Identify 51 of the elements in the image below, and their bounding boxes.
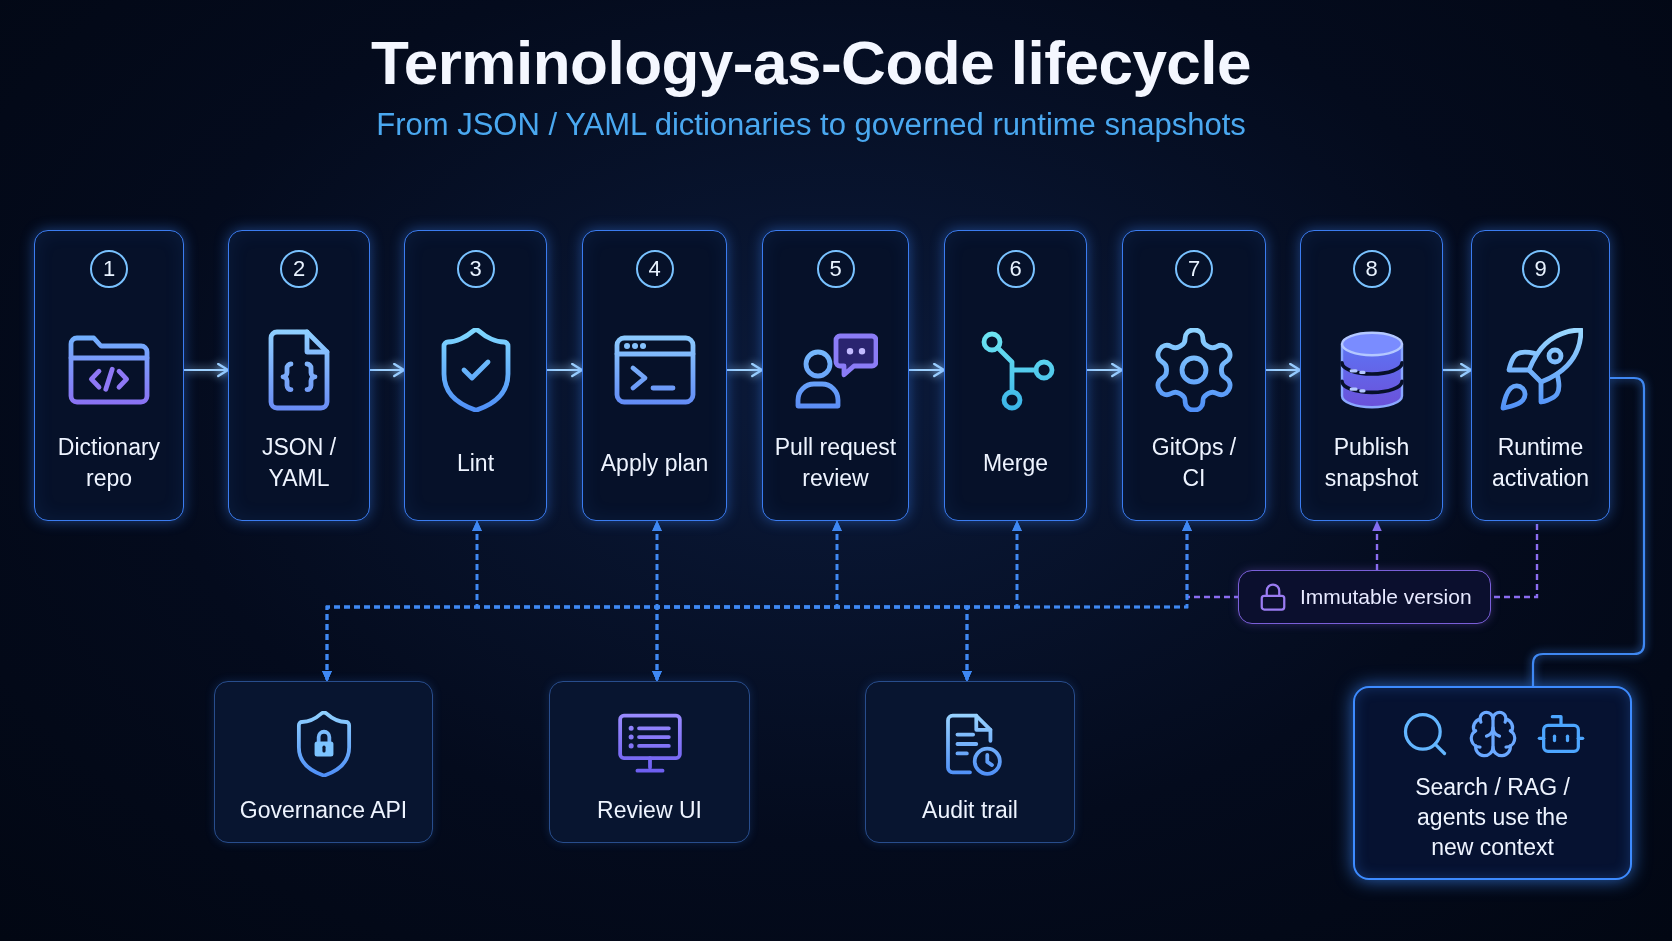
step-label: Lint (456, 448, 495, 478)
consumer-label: Search / RAG / agents use the new context (1414, 773, 1571, 862)
step-card (404, 230, 547, 521)
diagram-title: Terminology-as-Code lifecycle (370, 28, 1252, 98)
step-card (1122, 230, 1266, 521)
arrow (909, 362, 946, 378)
service-label: Review UI (597, 796, 702, 825)
step-label: Dictionary repo (56, 433, 162, 493)
arrow (184, 362, 230, 378)
service-card (865, 681, 1075, 843)
step-card (34, 230, 184, 521)
tag-label: Immutable version (1300, 584, 1472, 610)
step-card (582, 230, 727, 521)
arrow (727, 362, 764, 378)
step-number: 8 (1352, 250, 1391, 288)
version-tag (1238, 570, 1491, 624)
step-number: 1 (90, 250, 128, 288)
step-label: Pull request review (773, 433, 898, 493)
arrow (1266, 362, 1302, 378)
service-label: Audit trail (922, 796, 1018, 825)
step-number: 5 (816, 250, 855, 288)
dashed-arrow (962, 520, 1192, 682)
step-number: 6 (996, 250, 1035, 288)
step-card (228, 230, 370, 521)
service-card (214, 681, 433, 843)
service-label: Governance API (239, 796, 408, 825)
step-label: JSON / YAML (260, 433, 338, 493)
step-card (762, 230, 909, 521)
connector-line (1491, 521, 1539, 599)
step-number: 9 (1521, 250, 1560, 288)
step-card (944, 230, 1087, 521)
arrow (547, 362, 584, 378)
step-number: 3 (456, 250, 495, 288)
connector-line (1531, 376, 1646, 686)
service-card (549, 681, 750, 843)
arrow (1087, 362, 1124, 378)
arrow (370, 362, 406, 378)
step-number: 7 (1175, 250, 1213, 288)
arrow (1443, 362, 1473, 378)
step-number: 2 (280, 250, 318, 288)
dashed-arrow (1372, 520, 1382, 570)
step-label: GitOps / CI (1150, 433, 1238, 493)
step-label: Apply plan (600, 448, 709, 478)
step-card (1471, 230, 1610, 521)
step-label: Merge (982, 448, 1049, 478)
consumer-card (1353, 686, 1632, 880)
step-number: 4 (635, 250, 674, 288)
step-card (1300, 230, 1443, 521)
diagram-subtitle: From JSON / YAML dictionaries to governed runtime snapshots (376, 107, 1246, 143)
step-label: Runtime activation (1490, 433, 1591, 493)
step-label: Publish snapshot (1323, 433, 1420, 493)
